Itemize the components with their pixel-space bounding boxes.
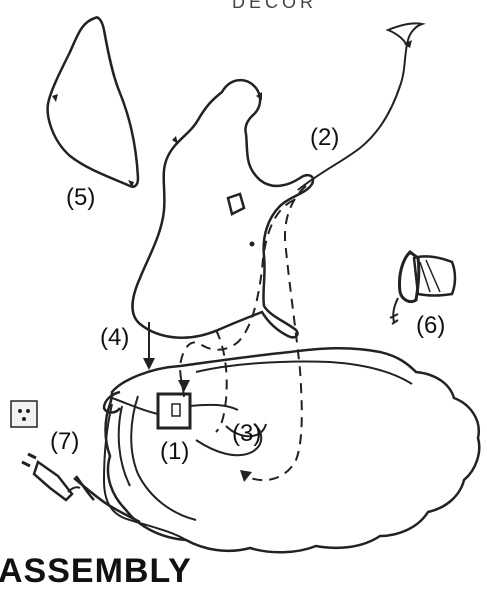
- figure-shape: [132, 80, 313, 338]
- arrow-icon: [143, 322, 155, 370]
- header-text: DECOR: [232, 0, 317, 13]
- power-outlet-icon: [11, 401, 37, 427]
- power-plug-icon: [22, 454, 80, 500]
- callout-4: (4): [100, 326, 129, 350]
- callout-3: (3): [232, 422, 261, 446]
- callout-2: (2): [310, 126, 339, 150]
- callout-7: (7): [50, 430, 79, 454]
- socket-box: [158, 394, 190, 428]
- wand-string: [298, 23, 422, 190]
- footer-title: ASSEMBLY: [0, 552, 192, 591]
- callout-5: (5): [66, 186, 95, 210]
- leaf-shape: [48, 18, 138, 187]
- callout-6: (6): [416, 314, 445, 338]
- callout-1: (1): [160, 440, 189, 464]
